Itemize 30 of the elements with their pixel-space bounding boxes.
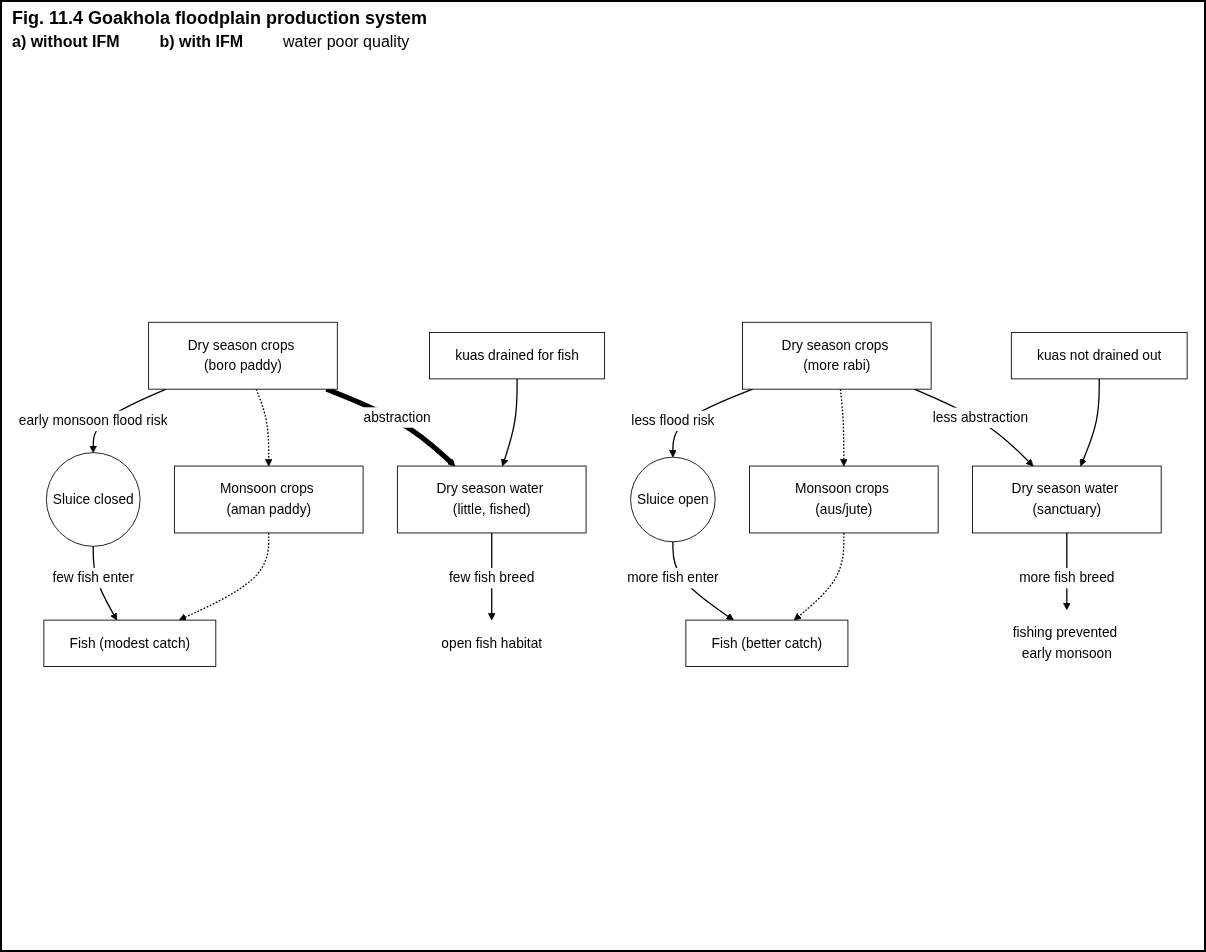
arrow [793,532,845,621]
node-box: Dry season water (little, fished) [396,465,587,534]
node-text: fishing prevented early monsoon [1012,625,1118,661]
node-box: Monsoon crops (aman paddy) [173,465,364,534]
node-circle: Sluice open [630,456,716,543]
figure-title: Fig. 11.4 Goakhola floodplain production system [12,8,429,29]
edge-label: early monsoon flood risk [18,413,168,428]
node-circle: Sluice closed [45,452,141,547]
edge-label: more fish enter [627,570,719,585]
node-box: kuas not drained out [1010,332,1188,380]
arrow [1079,378,1100,467]
node-box: Dry season water (sanctuary) [972,465,1162,534]
edge-label: more fish breed [1019,570,1115,585]
section-heading: a) without IFM [12,33,120,51]
section-heading: b) with IFM [159,33,244,51]
node-box: Dry season crops (more rabi) [742,321,932,390]
edge-label: few fish enter [52,570,135,585]
arrow [501,378,518,467]
edge-label: less abstraction [932,410,1029,425]
arrow [178,532,270,621]
edge-label: few fish breed [449,570,535,585]
node-box: Fish (better catch) [685,619,849,667]
node-box: Dry season crops (boro paddy) [148,321,338,390]
node-box: Fish (modest catch) [43,619,217,667]
node-box: Monsoon crops (aus/jute) [749,465,939,534]
edge-label: abstraction [363,409,431,425]
edge-label: less flood risk [631,413,715,428]
note-text: water poor quality [283,33,410,51]
node-text: open fish habitat [441,635,543,651]
node-box: kuas drained for fish [429,332,605,380]
